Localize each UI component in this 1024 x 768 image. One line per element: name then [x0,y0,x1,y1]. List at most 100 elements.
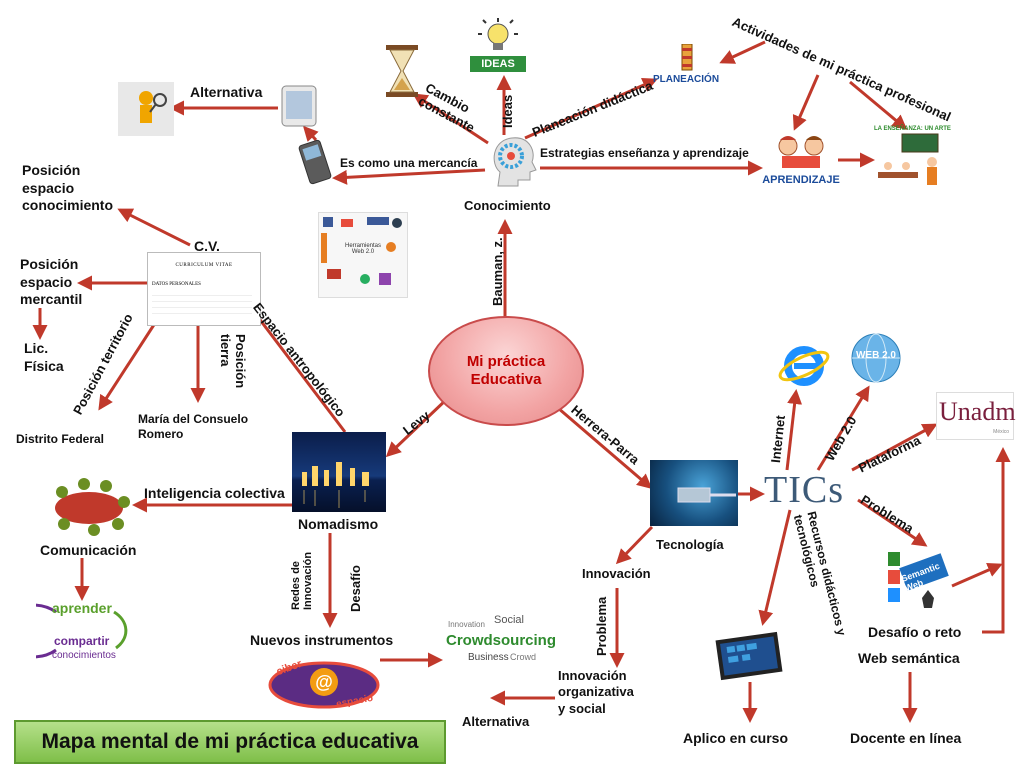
unadm-logo: Unadm México [936,392,1016,440]
aprendizaje-label: APRENDIZAJE [762,174,840,186]
edge-web20 [816,385,870,471]
svg-text:@: @ [315,672,333,692]
internet-explorer-icon [776,340,832,397]
nuevos-instrumentos-label: Nuevos instrumentos [250,632,394,648]
cv-label: C.V. [194,238,220,254]
docente-label: Docente en línea [850,730,962,746]
tics-text: TICs [764,469,844,511]
edge-phone [302,125,319,142]
aplico-label: Aplico en curso [683,730,789,746]
comunicacion-label: Comunicación [40,542,137,558]
magnifier-figure-icon [118,82,174,141]
compartir-text: compartir [54,634,110,648]
planeacion-icon: PLANEACIÓN [652,43,720,90]
tierra-l1: Posición [233,334,248,389]
ensenanza-label: LA ENSEÑANZA: UN ARTE [874,126,951,132]
central-node: Mi práctica Educativa [428,316,584,426]
edge-internet [785,389,803,471]
edge-label-problema-left: Problema [594,596,609,656]
innovacion-label: Innovación [582,566,651,581]
edge-problema-r [857,498,928,547]
center-line2: Educativa [470,371,542,388]
pos-merc-l3: mercantil [20,291,83,307]
distrito-federal-label: Distrito Federal [16,432,105,446]
pos-merc-l1: Posición [20,256,79,272]
innov-org-l2: organizativa [558,684,634,700]
crowd-w4: Crowd [510,652,537,662]
planeacion-label: PLANEACIÓN [652,74,720,85]
lic-fisica-label: Lic. Física [24,340,64,375]
head-gears-icon [486,134,538,195]
aprendizaje-icon: APRENDIZAJE [762,130,840,192]
hourglass-icon [384,44,420,103]
conocimiento-label: Conocimiento [464,198,551,213]
crowd-main: Crowdsourcing [446,632,557,649]
center-line1: Mi práctica [466,353,546,370]
lic-l2: Física [24,357,64,374]
lic-l1: Lic. [24,340,49,356]
night-city-image [292,432,386,512]
smartphone-icon [278,84,320,133]
edge-herrera [557,406,653,489]
tierra-l2: tierra [218,334,233,367]
nomadismo-label: Nomadismo [298,516,379,532]
pos-con-label: Posición espacio conocimiento [22,162,113,215]
edge-planeacion [524,78,658,140]
tablet-icon [714,630,784,687]
pos-con-l1: Posición [22,162,81,178]
edge-plataforma [851,423,938,472]
conocimientos-text: conocimientos [52,650,116,661]
cellphone-icon [298,139,332,189]
edge-pos-con [117,208,191,247]
edge-act-aprend [792,74,820,131]
tics-logo: TICs [764,470,860,510]
aprender-text: aprender [52,600,112,616]
learn-share-graphic: aprender compartir conocimientos [36,598,132,668]
edge-espacio-antro [243,297,347,433]
edge-label-tierra: Posición tierra [218,334,248,388]
pos-con-l2: espacio [22,179,75,196]
pos-merc-label: Posición espacio mercantil [20,256,82,309]
crowd-w3: Business [468,652,509,663]
cv-document: CURRICULUM VITAE DATOS PERSONALES [147,252,261,326]
map-title: Mapa mental de mi práctica educativa [14,720,446,764]
cv-heading: CURRICULUM VITAE [175,263,233,268]
innov-org-l3: y social [558,700,606,716]
alternativa-top-label: Alternativa [190,84,263,100]
edge-levy [385,396,450,458]
meeting-table-icon [44,472,134,543]
edge-innov [615,525,654,565]
edge-cambio [412,93,489,145]
edge-label-mercancia: Es como una mercancía [340,156,478,170]
cv-section: DATOS PERSONALES [152,282,201,287]
alternativa-bottom-label: Alternativa [462,714,530,729]
classroom-icon: LA ENSEÑANZA: UN ARTE [874,126,952,196]
crowdsourcing-wordcloud: Social Innovation Crowdsourcing Business… [444,612,556,678]
redes-l2: Innovación [302,551,314,610]
tecnologia-label: Tecnología [656,537,724,552]
maria-label: María del Consuelo Romero [138,412,248,442]
semantic-web-icon: Semantic Web [886,550,950,616]
desafio-reto-label: Desafío o reto [868,624,962,640]
edge-label-ideas: Ideas [500,94,515,128]
ciberespacio-logo: @ ciber espacio [268,652,380,718]
idea-bulb-icon: IDEAS [470,18,526,76]
ideas-badge: IDEAS [470,56,526,72]
herramientas-label: Herramientas Web 2.0 [344,243,381,255]
maria-l2: Romero [138,427,184,441]
innov-org-l1: Innovación [558,668,627,683]
web20-tools-collage: Herramientas Web 2.0 [318,212,408,298]
edge-label-bauman: Bauman, z. [490,237,505,306]
edge-label-desafio: Desafío [348,565,363,612]
unadm-text: Unadm [939,397,1016,426]
pos-con-l3: conocimiento [22,197,114,213]
edge-semantic-up [951,562,1003,588]
redes-l1: Redes de [290,561,302,610]
edge-recursos [758,509,792,626]
web20-globe-text: WEB 2.0 [855,350,896,361]
cv-rows [152,290,260,314]
maria-l1: María del Consuelo [138,412,249,426]
innovacion-org-label: Innovación organizativa y social [558,668,634,717]
edge-act-ens [849,80,908,130]
